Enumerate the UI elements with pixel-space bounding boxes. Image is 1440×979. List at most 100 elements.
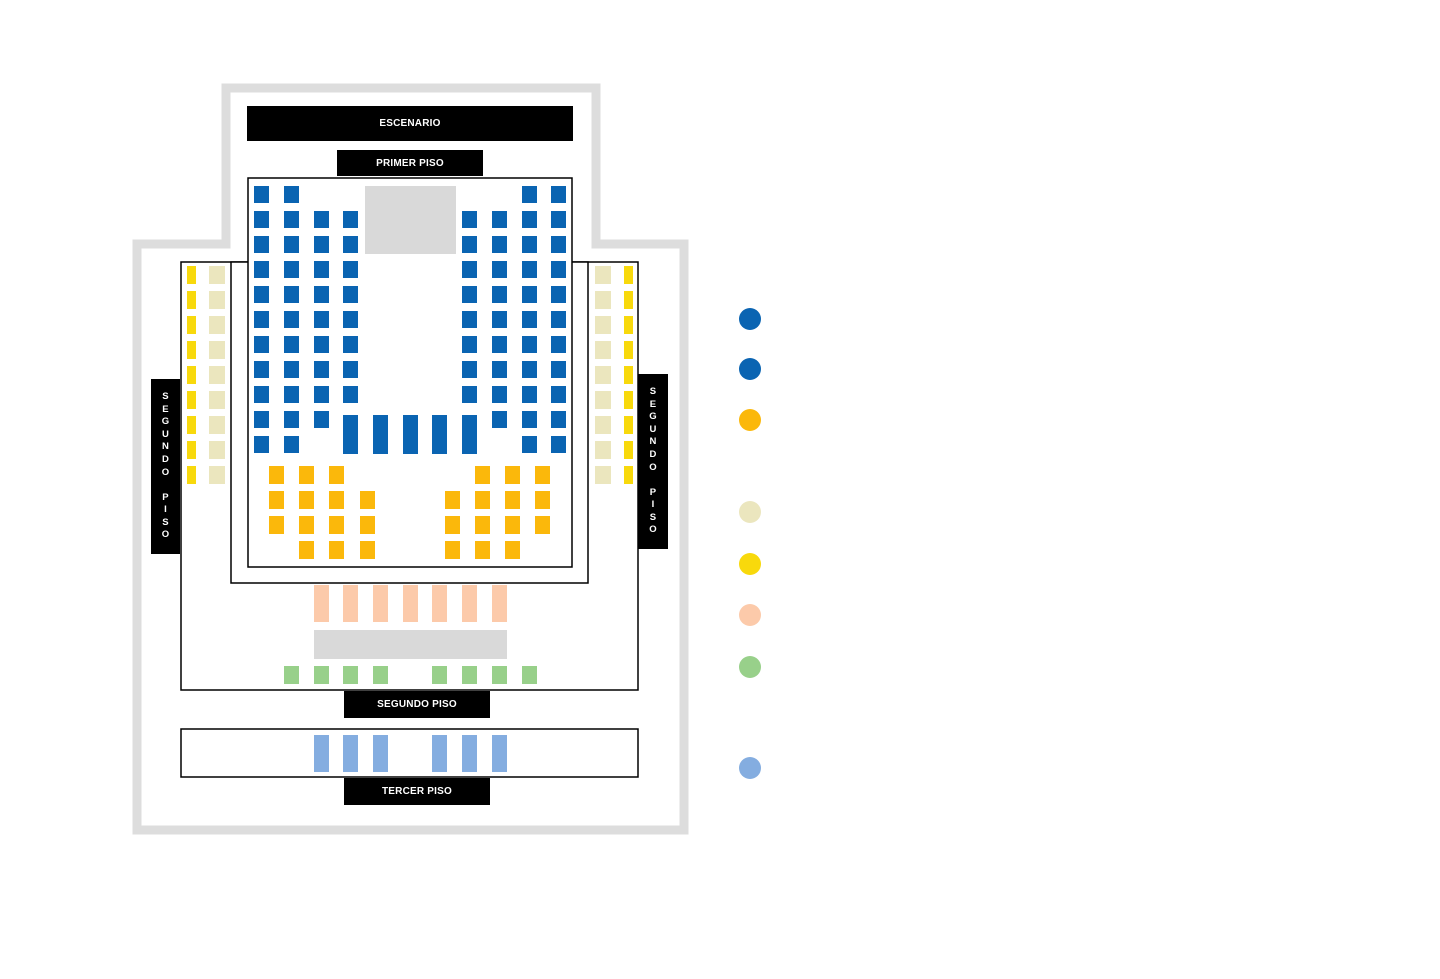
seat[interactable] bbox=[314, 361, 329, 378]
seat[interactable] bbox=[254, 361, 269, 378]
seat[interactable] bbox=[284, 311, 299, 328]
seat[interactable] bbox=[284, 361, 299, 378]
seat[interactable] bbox=[269, 516, 284, 534]
seat[interactable] bbox=[187, 391, 196, 409]
seat[interactable] bbox=[314, 261, 329, 278]
seat[interactable] bbox=[329, 466, 344, 484]
seat[interactable] bbox=[492, 236, 507, 253]
seat[interactable] bbox=[284, 666, 299, 684]
seat[interactable] bbox=[505, 491, 520, 509]
seat[interactable] bbox=[522, 336, 537, 353]
seat[interactable] bbox=[254, 261, 269, 278]
seat[interactable] bbox=[624, 291, 633, 309]
seat[interactable] bbox=[284, 436, 299, 453]
seat[interactable] bbox=[551, 186, 566, 203]
seat[interactable] bbox=[209, 416, 225, 434]
seat[interactable] bbox=[624, 266, 633, 284]
seat[interactable] bbox=[343, 386, 358, 403]
seat[interactable] bbox=[492, 666, 507, 684]
seat[interactable] bbox=[432, 585, 447, 622]
seat[interactable] bbox=[254, 411, 269, 428]
seat[interactable] bbox=[343, 311, 358, 328]
seat[interactable] bbox=[314, 211, 329, 228]
seat[interactable] bbox=[522, 361, 537, 378]
seat[interactable] bbox=[475, 491, 490, 509]
seat[interactable] bbox=[595, 316, 611, 334]
seat[interactable] bbox=[343, 415, 358, 454]
seat[interactable] bbox=[445, 541, 460, 559]
seat[interactable] bbox=[522, 386, 537, 403]
seat[interactable] bbox=[254, 386, 269, 403]
seat[interactable] bbox=[314, 411, 329, 428]
seat[interactable] bbox=[492, 735, 507, 772]
seat[interactable] bbox=[254, 336, 269, 353]
seat[interactable] bbox=[624, 391, 633, 409]
seat[interactable] bbox=[254, 186, 269, 203]
seat[interactable] bbox=[522, 311, 537, 328]
seat[interactable] bbox=[551, 311, 566, 328]
seat[interactable] bbox=[187, 441, 196, 459]
seat[interactable] bbox=[432, 415, 447, 454]
seat[interactable] bbox=[492, 311, 507, 328]
seat[interactable] bbox=[535, 466, 550, 484]
seat[interactable] bbox=[492, 336, 507, 353]
seat[interactable] bbox=[492, 585, 507, 622]
seat[interactable] bbox=[314, 386, 329, 403]
seat[interactable] bbox=[535, 491, 550, 509]
seat[interactable] bbox=[624, 366, 633, 384]
seat[interactable] bbox=[462, 585, 477, 622]
seat[interactable] bbox=[299, 541, 314, 559]
seat[interactable] bbox=[284, 286, 299, 303]
seat[interactable] bbox=[624, 316, 633, 334]
seat[interactable] bbox=[624, 466, 633, 484]
seat[interactable] bbox=[595, 466, 611, 484]
seat[interactable] bbox=[492, 211, 507, 228]
seat[interactable] bbox=[343, 336, 358, 353]
seat[interactable] bbox=[314, 666, 329, 684]
seat[interactable] bbox=[314, 585, 329, 622]
seat[interactable] bbox=[187, 366, 196, 384]
seat[interactable] bbox=[595, 366, 611, 384]
seat[interactable] bbox=[551, 436, 566, 453]
seat[interactable] bbox=[373, 735, 388, 772]
seat[interactable] bbox=[505, 466, 520, 484]
seat[interactable] bbox=[445, 516, 460, 534]
seat[interactable] bbox=[522, 286, 537, 303]
seat[interactable] bbox=[254, 311, 269, 328]
seat[interactable] bbox=[522, 436, 537, 453]
seat[interactable] bbox=[522, 211, 537, 228]
seat[interactable] bbox=[492, 286, 507, 303]
seat[interactable] bbox=[475, 516, 490, 534]
seat[interactable] bbox=[254, 211, 269, 228]
seat[interactable] bbox=[343, 666, 358, 684]
seat[interactable] bbox=[343, 286, 358, 303]
seat[interactable] bbox=[254, 236, 269, 253]
seat[interactable] bbox=[462, 361, 477, 378]
seat[interactable] bbox=[314, 336, 329, 353]
seat[interactable] bbox=[299, 466, 314, 484]
seat[interactable] bbox=[522, 261, 537, 278]
seat[interactable] bbox=[314, 735, 329, 772]
seat[interactable] bbox=[505, 541, 520, 559]
seat[interactable] bbox=[445, 491, 460, 509]
seat[interactable] bbox=[403, 585, 418, 622]
seat[interactable] bbox=[343, 361, 358, 378]
seat[interactable] bbox=[595, 416, 611, 434]
seat[interactable] bbox=[187, 291, 196, 309]
seat[interactable] bbox=[551, 386, 566, 403]
seat[interactable] bbox=[595, 266, 611, 284]
seat[interactable] bbox=[329, 491, 344, 509]
seat[interactable] bbox=[284, 186, 299, 203]
seat[interactable] bbox=[284, 236, 299, 253]
seat[interactable] bbox=[299, 516, 314, 534]
seat[interactable] bbox=[462, 415, 477, 454]
seat[interactable] bbox=[492, 261, 507, 278]
seat[interactable] bbox=[360, 516, 375, 534]
seat[interactable] bbox=[209, 441, 225, 459]
seat[interactable] bbox=[551, 261, 566, 278]
seat[interactable] bbox=[462, 311, 477, 328]
seat[interactable] bbox=[314, 286, 329, 303]
seat[interactable] bbox=[462, 286, 477, 303]
seat[interactable] bbox=[209, 266, 225, 284]
seat[interactable] bbox=[254, 436, 269, 453]
